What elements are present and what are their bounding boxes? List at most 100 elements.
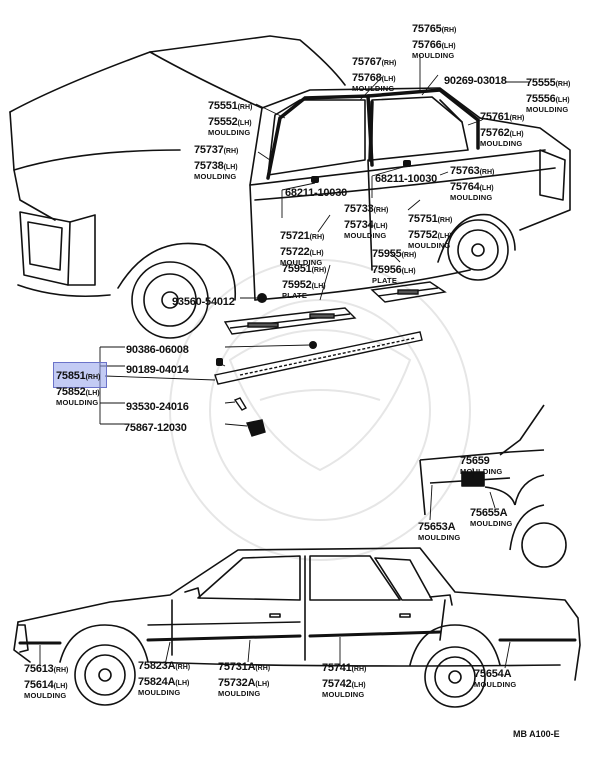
side-suffix: (LH): [381, 76, 396, 83]
part-number: 75852(LH): [56, 383, 100, 399]
part-number: 75951(RH): [282, 260, 326, 276]
part-number: 90189-04014: [126, 361, 189, 377]
part-number: 75555(RH): [526, 74, 570, 90]
side-suffix: (LH): [401, 268, 416, 275]
side-suffix: (LH): [309, 250, 324, 257]
side-suffix: (RH): [381, 60, 397, 67]
callout-label: 68211-10030: [375, 170, 437, 186]
side-moulding-strip: [214, 331, 423, 385]
part-number-text: 90189-04014: [126, 364, 189, 376]
part-number-text: 68211-10030: [285, 187, 348, 199]
side-suffix: (LH): [237, 120, 252, 127]
part-number: 75732A(LH): [218, 674, 270, 690]
side-suffix: (LH): [373, 223, 388, 230]
part-name: MOULDING: [322, 690, 365, 699]
side-suffix: (RH): [309, 234, 325, 241]
callout-label: 75955(RH)75956(LH)PLATE: [372, 245, 416, 285]
part-number: 75763(RH): [450, 162, 494, 178]
part-number-text: 75952: [282, 279, 312, 291]
car-top-view: [9, 35, 571, 339]
side-suffix: (RH): [53, 667, 69, 674]
side-suffix: (RH): [555, 81, 571, 88]
callout-label: 90269-03018: [444, 72, 507, 88]
part-number-text: 75823A: [138, 660, 176, 672]
part-number: 75823A(RH): [138, 657, 190, 673]
part-number: 75613(RH): [24, 660, 68, 676]
part-name: MOULDING: [408, 241, 451, 250]
part-number-text: 75951: [282, 263, 312, 275]
part-number-text: 75555: [526, 77, 556, 89]
side-suffix: (LH): [311, 283, 326, 290]
bottom-leaders: [39, 637, 511, 669]
scuff-plates: [223, 281, 447, 335]
part-number-text: 75764: [450, 181, 480, 193]
part-name: MOULDING: [412, 51, 455, 60]
part-number: 75737(RH): [194, 141, 238, 157]
callout-label: 68211-10030: [285, 184, 347, 200]
part-number: 75952(LH): [282, 276, 326, 292]
part-number-text: 75742: [322, 678, 352, 690]
callout-label: 75737(RH)75738(LH)MOULDING: [194, 141, 238, 181]
part-number: 75768(LH): [352, 69, 396, 85]
part-number-text: 75767: [352, 56, 382, 68]
part-number: 75731A(RH): [218, 658, 270, 674]
callout-label: 75761(RH)75762(LH)MOULDING: [480, 108, 524, 148]
part-name: MOULDING: [56, 398, 99, 407]
part-number: 75721(RH): [280, 227, 324, 243]
callout-label: 75733(RH)75734(LH)MOULDING: [344, 200, 388, 240]
part-number-text: 75765: [412, 23, 442, 35]
side-suffix: (RH): [351, 666, 367, 673]
callout-label: 90386-06008: [126, 341, 189, 357]
part-number-text: 75824A: [138, 676, 176, 688]
part-number-text: 75721: [280, 230, 310, 242]
part-number: 75659: [460, 452, 502, 468]
part-number-text: 75738: [194, 160, 224, 172]
part-number: 75741(RH): [322, 659, 366, 675]
inset-leaders: [429, 468, 496, 521]
roof-mouldings: [266, 88, 480, 180]
part-number-text: 75653A: [418, 521, 456, 533]
part-number-text: 75731A: [218, 661, 256, 673]
part-number: 75767(RH): [352, 53, 396, 69]
callout-label: 75555(RH)75556(LH)MOULDING: [526, 74, 570, 114]
part-number-text: 75655A: [470, 507, 508, 519]
bottom-side-mouldings: [18, 621, 577, 645]
callout-label: 75721(RH)75722(LH)MOULDING: [280, 227, 324, 267]
part-number: 75762(LH): [480, 124, 524, 140]
callout-label: 75951(RH)75952(LH)PLATE: [282, 260, 326, 300]
callout-label: 93530-24016: [126, 398, 189, 414]
part-name: MOULDING: [352, 84, 395, 93]
part-number: 75653A: [418, 518, 460, 534]
part-name: PLATE: [282, 291, 308, 300]
part-number: 75851(RH): [56, 367, 100, 383]
side-suffix: (LH): [441, 43, 456, 50]
part-name: MOULDING: [480, 139, 523, 148]
part-number-text: 75614: [24, 679, 54, 691]
part-name: MOULDING: [474, 680, 517, 689]
callout-label: 75851(RH)75852(LH)MOULDING: [56, 367, 100, 407]
side-suffix: (RH): [175, 664, 191, 671]
part-number-text: 75654A: [474, 668, 512, 680]
part-number-text: 75761: [480, 111, 510, 123]
part-number: 75734(LH): [344, 216, 388, 232]
callout-label: 75613(RH)75614(LH)MOULDING: [24, 660, 68, 700]
fastener-icons: [233, 397, 266, 437]
side-suffix: (LH): [437, 233, 452, 240]
part-number-text: 93530-24016: [126, 401, 189, 413]
part-number-text: 75732A: [218, 677, 256, 689]
part-number: 75556(LH): [526, 90, 570, 106]
part-number-text: 75551: [208, 100, 238, 112]
part-name: MOULDING: [470, 519, 513, 528]
part-number: 90386-06008: [126, 341, 189, 357]
part-number-text: 75733: [344, 203, 374, 215]
part-number: 93530-24016: [126, 398, 189, 414]
part-number: 75761(RH): [480, 108, 524, 124]
side-suffix: (LH): [85, 390, 100, 397]
part-number: 68211-10030: [375, 170, 437, 186]
part-number-text: 75768: [352, 72, 382, 84]
part-name: MOULDING: [218, 689, 261, 698]
part-number: 75956(LH): [372, 261, 416, 277]
side-suffix: (LH): [479, 185, 494, 192]
callout-label: 75731A(RH)75732A(LH)MOULDING: [218, 658, 270, 698]
